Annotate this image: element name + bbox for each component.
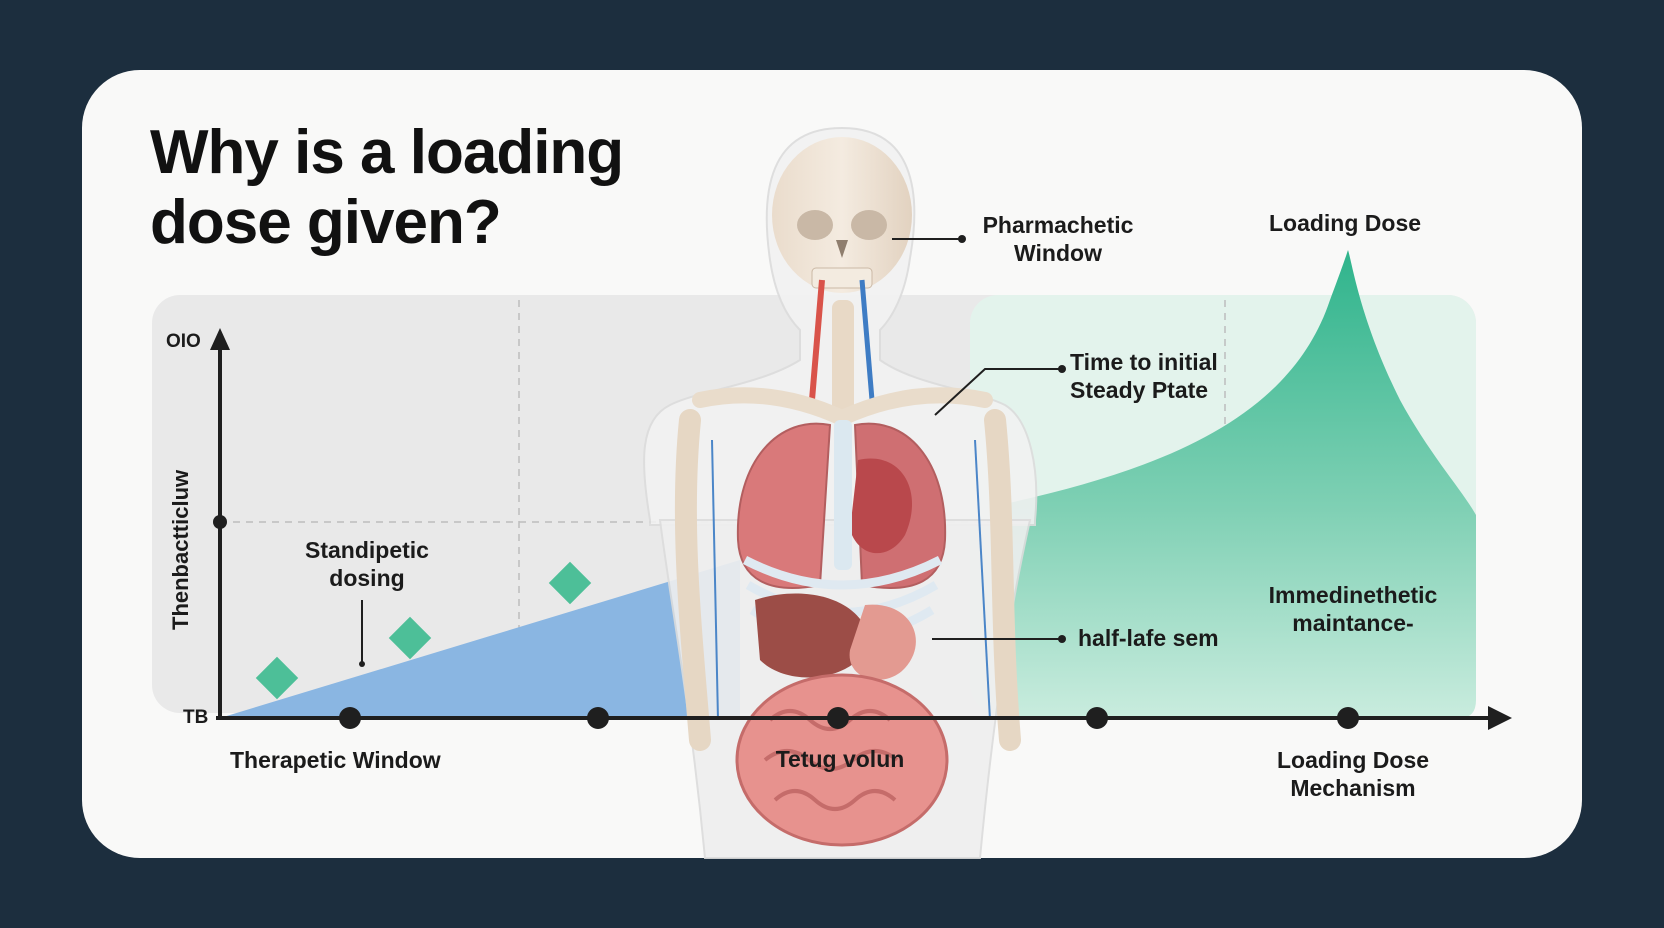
page-title: Why is a loading dose given? [150, 118, 670, 258]
label-tetug-volun: Tetug volun [775, 746, 905, 772]
arm-vein-right [974, 439, 991, 721]
label-mechanism-line1: Loading Dose [1276, 747, 1430, 773]
y-axis-node [213, 515, 227, 529]
leader-dot-steady-state [1058, 365, 1066, 373]
stomach [849, 604, 916, 680]
timeline-node-1 [339, 707, 361, 729]
loading-dose-region [1000, 250, 1476, 718]
right-arm [984, 409, 1021, 751]
timeline-node-4 [1086, 707, 1108, 729]
label-steady-line2: Steady Ptate [1070, 377, 1209, 403]
left-arm [674, 409, 711, 751]
liver [755, 593, 870, 678]
title-line-1: Why is a loading [150, 118, 624, 187]
label-immediate-line1: Immedinethetic [1268, 582, 1438, 608]
label-loading-dose-mechanism: Loading Dose Mechanism [1258, 746, 1448, 802]
leader-dot-half-life [1058, 635, 1066, 643]
label-therapetic-window: Therapetic Window [230, 747, 441, 773]
y-axis-arrow-icon [210, 328, 230, 350]
label-steady-line1: Time to initial [1070, 349, 1218, 375]
leader-dot-standipetic [359, 661, 365, 667]
y-axis-label: Thenbactticluw [168, 469, 193, 630]
label-pharmachetic-line2: Window [1014, 240, 1102, 266]
label-immediate-maintenance: Immedinethetic maintance- [1258, 581, 1448, 637]
sternum [834, 420, 852, 570]
label-pharmachetic-window: Pharmachetic Window [968, 211, 1148, 267]
label-mechanism-line2: Mechanism [1290, 775, 1416, 801]
label-pharmachetic-line1: Pharmachetic [982, 212, 1134, 238]
label-immediate-line2: maintance- [1292, 610, 1414, 636]
leader-steady-state [934, 368, 1062, 416]
timeline-node-2 [587, 707, 609, 729]
carotid-left [809, 279, 825, 401]
trachea [832, 300, 854, 420]
clavicles [692, 387, 993, 427]
label-standipetic-dosing: Standipetic dosing [292, 536, 442, 592]
lung-left [736, 422, 832, 589]
label-half-life: half-lafe sem [1078, 625, 1219, 651]
arm-vein-left [711, 439, 719, 721]
y-axis-top-tick: OIO [166, 331, 201, 352]
eye-socket-right [851, 210, 887, 240]
title-line-2: dose given? [150, 188, 502, 257]
teeth [811, 267, 873, 289]
eye-socket-left [797, 210, 833, 240]
label-standipetic-line2: dosing [329, 565, 405, 591]
carotid-right [859, 279, 875, 401]
x-axis-arrow-icon [1488, 706, 1512, 730]
skull [772, 137, 912, 293]
y-axis-bottom-tick: TB [183, 707, 209, 728]
standard-dosing-region [220, 560, 740, 718]
leader-dot-pharmachetic [958, 235, 966, 243]
nasal-cavity [836, 240, 848, 258]
label-time-to-steady-state: Time to initial Steady Ptate [1070, 348, 1240, 404]
intestine-coils [763, 709, 899, 811]
label-standipetic-line1: Standipetic [305, 537, 429, 563]
heart [850, 458, 913, 554]
label-loading-dose: Loading Dose [1268, 210, 1422, 236]
timeline-node-5 [1337, 707, 1359, 729]
timeline-node-3 [827, 707, 849, 729]
